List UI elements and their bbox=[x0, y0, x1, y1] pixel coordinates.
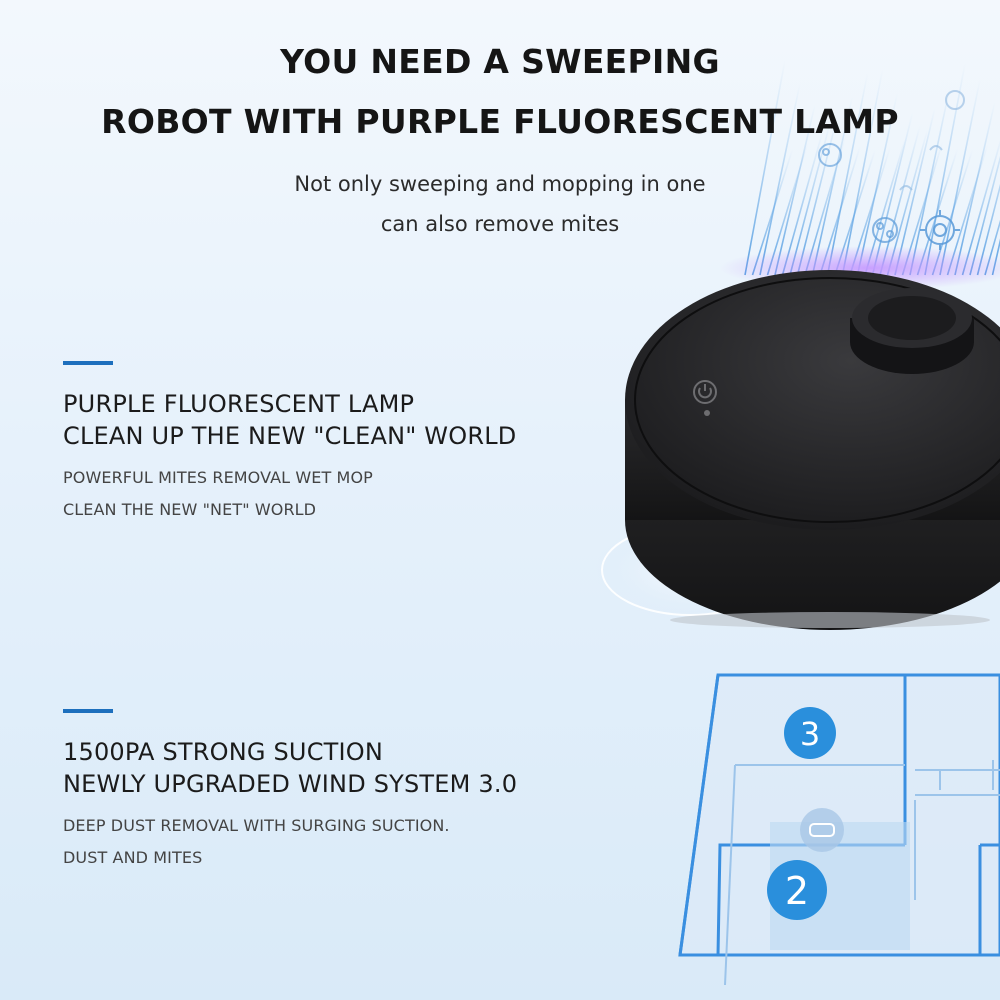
feature-2-desc-line-2: DUST AND MITES bbox=[63, 848, 203, 867]
floor-map bbox=[678, 673, 1000, 986]
uv-ray bbox=[976, 183, 1000, 276]
feature-2-description: DEEP DUST REMOVAL WITH SURGING SUCTION. … bbox=[63, 810, 450, 874]
subtitle-line-1: Not only sweeping and mopping in one bbox=[294, 172, 706, 196]
uv-ray bbox=[924, 63, 966, 276]
room-label-3: 3 bbox=[800, 715, 820, 753]
uv-ray bbox=[909, 86, 951, 276]
uv-ray bbox=[969, 155, 1000, 276]
feature-1-title: PURPLE FLUORESCENT LAMP CLEAN UP THE NEW… bbox=[63, 388, 516, 452]
mite-icon bbox=[899, 90, 965, 191]
uv-ray bbox=[744, 59, 786, 276]
feature-2-title: 1500PA STRONG SUCTION NEWLY UPGRADED WIN… bbox=[63, 736, 517, 800]
room-label-2: 2 bbox=[785, 869, 809, 913]
feature-1-title-line-1: PURPLE FLUORESCENT LAMP bbox=[63, 390, 415, 418]
room-badge-3 bbox=[784, 707, 836, 759]
power-icon bbox=[693, 380, 717, 404]
uv-ray bbox=[811, 95, 854, 276]
feature-1-desc-line-2: CLEAN THE NEW "NET" WORLD bbox=[63, 500, 317, 519]
robot-icon bbox=[800, 808, 844, 852]
feature-1-desc-line-1: POWERFUL MITES REMOVAL WET MOP bbox=[63, 468, 373, 487]
uv-ray bbox=[856, 92, 899, 276]
feature-1-title-line-2: CLEAN UP THE NEW "CLEAN" WORLD bbox=[63, 422, 517, 450]
uv-ray bbox=[841, 69, 884, 276]
uv-ray bbox=[774, 104, 816, 276]
uv-ray bbox=[984, 219, 1000, 276]
feature-1-description: POWERFUL MITES REMOVAL WET MOP CLEAN THE… bbox=[63, 462, 373, 526]
headline-line-2: ROBOT WITH PURPLE FLUORESCENT LAMP bbox=[101, 102, 899, 141]
uv-ray bbox=[991, 238, 1000, 276]
feature-2-title-line-2: NEWLY UPGRADED WIND SYSTEM 3.0 bbox=[63, 770, 518, 798]
feature-2-accent-bar bbox=[63, 709, 113, 713]
feature-2-desc-line-1: DEEP DUST REMOVAL WITH SURGING SUCTION. bbox=[63, 816, 450, 835]
mite-icon bbox=[920, 210, 960, 250]
feature-1-accent-bar bbox=[63, 361, 113, 365]
mite-icon bbox=[872, 217, 898, 243]
uv-light-rays bbox=[744, 59, 1000, 276]
uv-ray bbox=[826, 73, 869, 276]
subtitle-line-2: can also remove mites bbox=[380, 212, 620, 236]
robot-vacuum bbox=[625, 270, 1000, 630]
headline-line-1: YOU NEED A SWEEPING bbox=[280, 42, 720, 81]
uv-ray bbox=[954, 101, 996, 276]
mite-icon bbox=[818, 143, 842, 167]
uv-ray bbox=[759, 82, 801, 276]
feature-2-title-line-1: 1500PA STRONG SUCTION bbox=[63, 738, 384, 766]
room-badge-2 bbox=[767, 860, 827, 920]
